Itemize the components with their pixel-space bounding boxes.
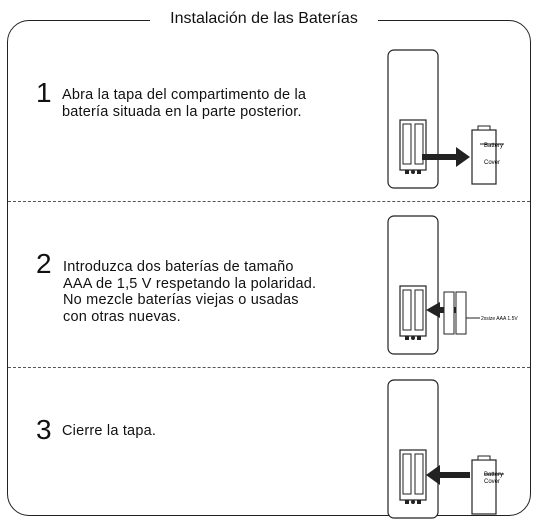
step-1-number: 1 [36, 77, 52, 108]
battery-cover-label: Cover [484, 160, 500, 166]
step-3-number: 3 [36, 414, 52, 445]
step-1-text: Abra la tapa del compartimento de la bat… [62, 87, 307, 120]
battery-cover-label: Battery [484, 143, 503, 149]
remote-close-cover-illustration: Battery Cover [387, 379, 504, 519]
section-divider [8, 201, 530, 202]
battery-size-label: 2xsize AAA 1.5V [481, 316, 518, 322]
remote-open-cover-illustration: Battery Cover [387, 49, 504, 189]
step-2-number: 2 [36, 248, 52, 279]
page-title: Instalación de las Baterías [150, 6, 378, 32]
step-3-text: Cierre la tapa. [62, 423, 157, 439]
battery-cover-label: Battery [484, 472, 503, 478]
section-divider [8, 367, 530, 368]
battery-cover-label: Cover [484, 479, 500, 485]
step-2-text: Introduzca dos baterías de tamaño AAA de… [63, 259, 317, 325]
remote-insert-batteries-illustration: 2xsize AAA 1.5V [387, 215, 518, 355]
